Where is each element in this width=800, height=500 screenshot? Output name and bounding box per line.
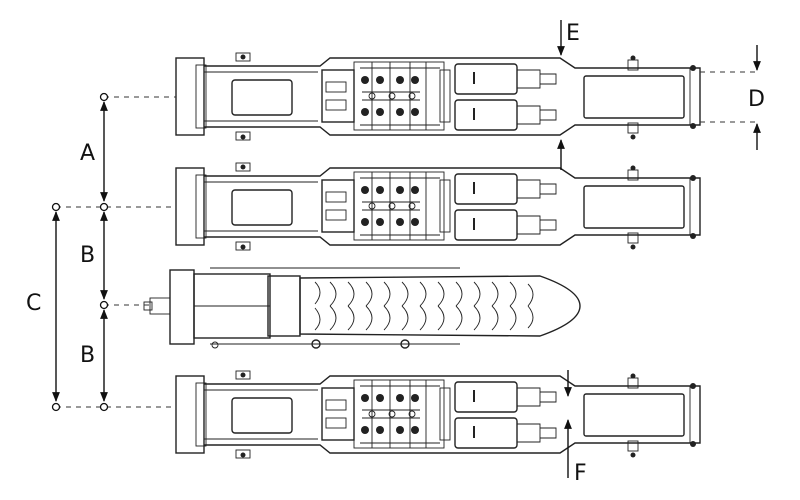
tire-roller-module xyxy=(143,267,581,349)
dimension-b-upper: B xyxy=(80,202,109,300)
dimension-f: F xyxy=(564,370,587,486)
dimension-c: C xyxy=(26,202,61,412)
label-c: C xyxy=(26,291,41,316)
lower-module xyxy=(175,370,701,459)
label-a: A xyxy=(80,141,95,166)
label-e: E xyxy=(566,21,580,46)
dimension-b-lower: B xyxy=(80,300,109,412)
middle-module xyxy=(175,162,701,251)
label-b-lower: B xyxy=(80,343,95,368)
dimension-d: D xyxy=(748,45,765,150)
leader-lines xyxy=(56,71,760,408)
dimension-e: E xyxy=(557,20,580,170)
label-b-upper: B xyxy=(80,243,95,268)
label-f: F xyxy=(574,461,587,486)
label-d: D xyxy=(748,87,765,112)
upper-module xyxy=(175,52,701,141)
dimension-a: A xyxy=(80,92,109,202)
